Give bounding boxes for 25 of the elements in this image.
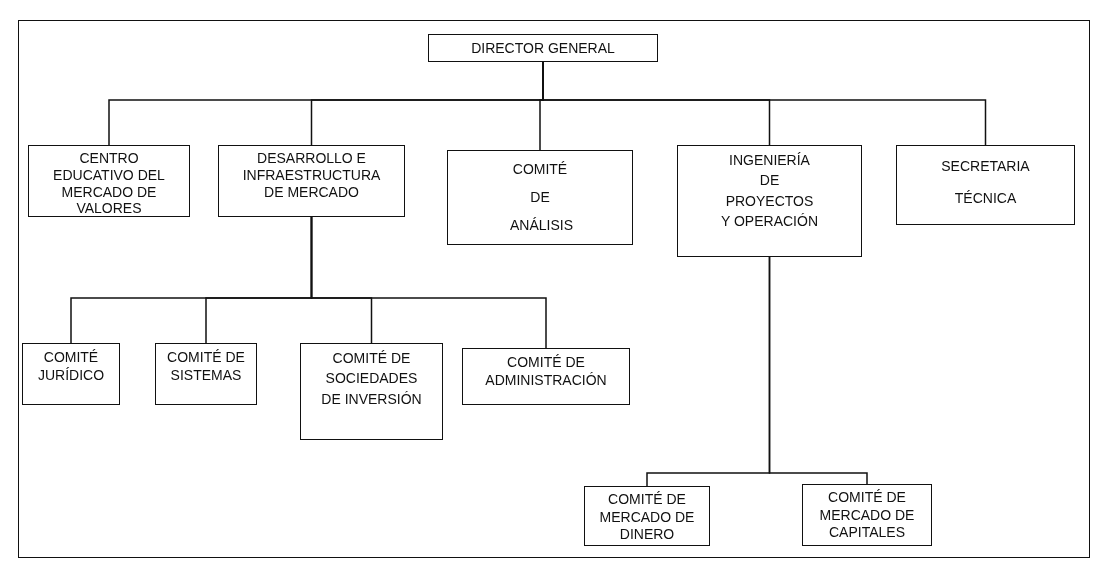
org-box: [677, 145, 862, 257]
box-label: DIRECTOR GENERAL: [471, 39, 615, 58]
org-box: [155, 343, 257, 405]
org-box: [22, 343, 120, 405]
box-label: INGENIERÍA DE PROYECTOS Y OPERACIÓN: [720, 151, 819, 231]
org-box: [218, 145, 405, 217]
org-box: [428, 34, 658, 62]
connector-line: [310, 216, 547, 349]
box-label: COMITÉ DE ADMINISTRACIÓN: [484, 353, 608, 390]
box-label: COMITÉ DE SISTEMAS: [166, 348, 246, 385]
box-label: COMITÉ DE MERCADO DE DINERO: [598, 491, 696, 544]
org-box: [28, 145, 190, 217]
box-label: COMITÉ DE MERCADO DE CAPITALES: [818, 489, 916, 542]
box-label: DESARROLLO E INFRAESTRUCTURA DE MERCADO: [241, 150, 382, 201]
box-label: COMITÉ JURÍDICO: [36, 348, 106, 385]
box-label: SECRETARIA TÉCNICA: [940, 157, 1031, 209]
org-box: [802, 484, 932, 546]
org-box: [300, 343, 443, 440]
box-label: COMITÉ DE SOCIEDADES DE INVERSIÓN: [320, 349, 423, 409]
org-box: [896, 145, 1075, 225]
connector-line: [768, 256, 868, 485]
org-box: [447, 150, 633, 245]
org-box: [462, 348, 630, 405]
box-label: CENTRO EDUCATIVO DEL MERCADO DE VALORES: [52, 150, 166, 218]
org-box: [584, 486, 710, 546]
